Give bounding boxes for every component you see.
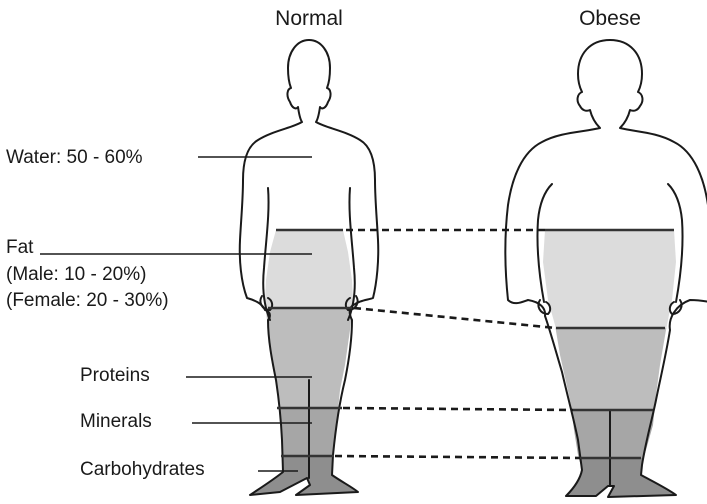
normal-minerals-band	[240, 408, 370, 456]
carbohydrates-top-connector	[335, 456, 580, 458]
minerals-top-connector	[343, 408, 573, 410]
obese-proteins-band	[530, 328, 690, 410]
obese-figure	[505, 40, 707, 499]
fat-male-label: (Male: 10 - 20%)	[6, 264, 146, 285]
normal-figure	[240, 40, 379, 499]
normal-title: Normal	[275, 7, 343, 30]
water-label: Water: 50 - 60%	[6, 147, 143, 168]
normal-fat-band	[240, 230, 370, 308]
fat-female-label: (Female: 20 - 30%)	[6, 290, 169, 311]
obese-title: Obese	[579, 7, 641, 30]
proteins-label: Proteins	[80, 365, 150, 386]
normal-composition-bands	[240, 230, 370, 499]
proteins-top-connector	[354, 308, 556, 328]
fat-label: Fat	[6, 237, 34, 258]
minerals-label: Minerals	[80, 411, 152, 432]
obese-fat-band	[530, 230, 690, 328]
normal-proteins-band	[240, 308, 370, 408]
carbohydrates-label: Carbohydrates	[80, 459, 205, 480]
